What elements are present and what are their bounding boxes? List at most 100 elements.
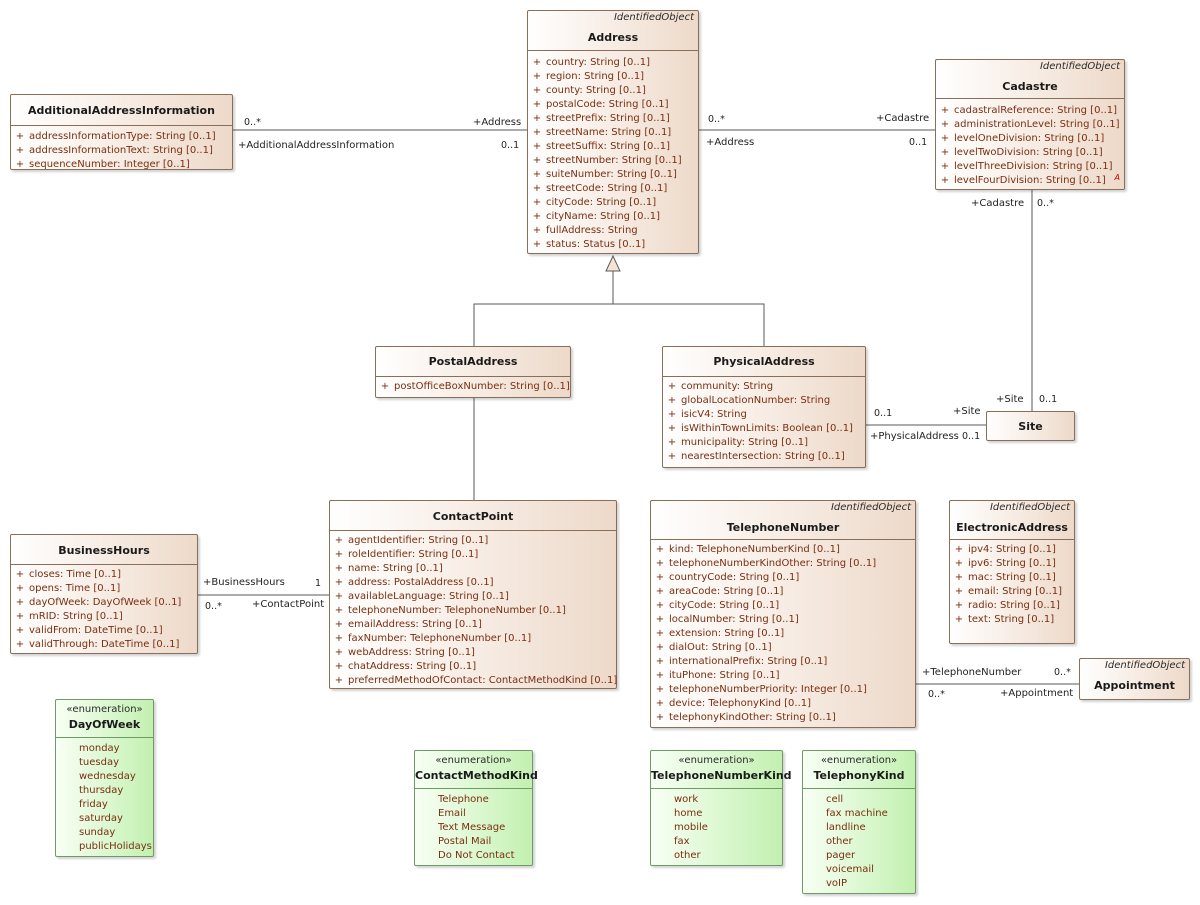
attribute: +addressInformationText: String [0..1]: [15, 145, 213, 156]
attribute: +region: String [0..1]: [532, 71, 645, 82]
attribute-list: +postOfficeBoxNumber: String [0..1]: [376, 377, 570, 397]
class-contactpoint[interactable]: ContactPoint +agentIdentifier: String [0…: [329, 500, 617, 689]
class-address[interactable]: IdentifiedObject Address +country: Strin…: [527, 10, 699, 254]
attribute: +faxNumber: TelephoneNumber [0..1]: [334, 633, 532, 644]
attribute: +streetCode: String [0..1]: [532, 183, 668, 194]
class-header: «enumeration» TelephoneNumberKind: [651, 751, 792, 789]
attribute: +name: String [0..1]: [334, 563, 443, 574]
attribute-list: +kind: TelephoneNumberKind [0..1] +telep…: [651, 540, 915, 728]
stereotype-label: «enumeration»: [66, 704, 143, 715]
enum-literal: tuesday: [79, 757, 120, 768]
attribute-list: +cadastralReference: String [0..1] +admi…: [936, 99, 1124, 191]
attribute-list: +community: String +globalLocationNumber…: [663, 377, 865, 467]
attribute: +streetName: String [0..1]: [532, 127, 672, 138]
attribute: +administrationLevel: String [0..1]: [940, 119, 1120, 130]
generalization-physical[interactable]: [613, 303, 765, 346]
attribute: +cityCode: String [0..1]: [655, 600, 780, 611]
attribute: +nearestIntersection: String [0..1]: [667, 451, 845, 462]
class-additionaladdressinformation[interactable]: AdditionalAddressInformation +addressInf…: [10, 94, 233, 170]
enum-literal: work: [674, 794, 699, 805]
enum-literal: voIP: [826, 878, 848, 889]
enum-literal: sunday: [79, 827, 116, 838]
enum-literal: thursday: [79, 785, 124, 796]
attribute: +countryCode: String [0..1]: [655, 572, 800, 583]
enum-literal: fax machine: [826, 808, 888, 819]
class-name: PhysicalAddress: [713, 355, 815, 368]
attribute: +telephoneNumberKindOther: String [0..1]: [655, 558, 877, 569]
enum-literal: cell: [826, 794, 844, 805]
class-site[interactable]: Site: [986, 411, 1075, 441]
attribute-list: +ipv4: String [0..1] +ipv6: String [0..1…: [950, 540, 1074, 630]
role-label: +Appointment: [1000, 688, 1074, 699]
enum-telephonykind[interactable]: «enumeration» TelephonyKind cell fax mac…: [802, 750, 916, 894]
attribute: +isicV4: String: [667, 409, 747, 420]
class-telephonenumber[interactable]: IdentifiedObject TelephoneNumber +kind: …: [650, 500, 916, 728]
attribute: +postalCode: String [0..1]: [532, 99, 669, 110]
multiplicity-label: 1: [315, 578, 322, 589]
multiplicity-label: 0..1: [909, 137, 928, 148]
class-name: Site: [1018, 420, 1043, 433]
enum-literal: wednesday: [79, 771, 136, 782]
attribute: +email: String [0..1]: [954, 586, 1063, 597]
role-label: +AdditionalAddressInformation: [238, 140, 395, 151]
class-businesshours[interactable]: BusinessHours +closes: Time [0..1] +open…: [10, 534, 198, 654]
attribute: +device: TelephonyKind [0..1]: [655, 698, 812, 709]
attribute: +sequenceNumber: Integer [0..1]: [15, 159, 190, 170]
literal-list: work home mobile fax other: [651, 789, 782, 866]
attribute: +text: String [0..1]: [954, 614, 1055, 625]
stereotype-label: «enumeration»: [435, 755, 512, 766]
enum-dayofweek[interactable]: «enumeration» DayOfWeek monday tuesday w…: [55, 699, 154, 857]
role-label: +TelephoneNumber: [922, 667, 1022, 678]
attribute: +validThrough: DateTime [0..1]: [15, 639, 180, 650]
superclass-label: IdentifiedObject: [989, 502, 1070, 513]
enum-literal: other: [826, 836, 853, 847]
attribute: +extension: String [0..1]: [655, 628, 785, 639]
class-name: BusinessHours: [58, 544, 150, 557]
enum-literal: pager: [826, 850, 856, 861]
attribute-list: +addressInformationType: String [0..1] +…: [11, 126, 232, 175]
role-label: +ContactPoint: [252, 599, 325, 610]
attribute: +streetNumber: String [0..1]: [532, 155, 682, 166]
enum-contactmethodkind[interactable]: «enumeration» ContactMethodKind Telephon…: [414, 750, 538, 866]
enum-telephonenumberkind[interactable]: «enumeration» TelephoneNumberKind work h…: [650, 750, 792, 866]
class-appointment[interactable]: IdentifiedObject Appointment: [1079, 658, 1190, 700]
class-cadastre[interactable]: IdentifiedObject Cadastre +cadastralRefe…: [935, 59, 1125, 190]
class-name: DayOfWeek: [68, 718, 141, 731]
generalization-arrowhead: [605, 254, 621, 272]
class-header: «enumeration» ContactMethodKind: [415, 751, 538, 789]
class-electronicaddress[interactable]: IdentifiedObject ElectronicAddress +ipv4…: [949, 500, 1075, 644]
multiplicity-label: 0..*: [1054, 667, 1071, 678]
class-name: Cadastre: [1002, 80, 1058, 93]
class-header: IdentifiedObject Cadastre: [936, 60, 1124, 99]
attribute: +county: String [0..1]: [532, 85, 646, 96]
attribute: +availableLanguage: String [0..1]: [334, 591, 509, 602]
class-physicaladdress[interactable]: PhysicalAddress +community: String +glob…: [662, 346, 866, 468]
literal-list: cell fax machine landline other pager vo…: [803, 789, 915, 894]
enum-literal: Do Not Contact: [438, 850, 515, 861]
attribute: +mac: String [0..1]: [954, 572, 1056, 583]
attribute: +streetSuffix: String [0..1]: [532, 141, 670, 152]
abstract-marker: A: [1114, 173, 1120, 182]
attribute: +ipv6: String [0..1]: [954, 558, 1056, 569]
attribute: +dayOfWeek: DayOfWeek [0..1]: [15, 597, 182, 608]
attribute: +levelTwoDivision: String [0..1]: [940, 147, 1103, 158]
class-header: PhysicalAddress: [663, 347, 865, 377]
attribute: +globalLocationNumber: String: [667, 395, 831, 406]
attribute: +areaCode: String [0..1]: [655, 586, 784, 597]
enum-literal: voicemail: [826, 864, 874, 875]
class-name: PostalAddress: [428, 355, 518, 368]
multiplicity-label: 0..*: [1037, 198, 1054, 209]
enum-literal: fax: [674, 836, 690, 847]
role-label: +Cadastre: [971, 198, 1025, 209]
attribute: +agentIdentifier: String [0..1]: [334, 535, 489, 546]
multiplicity-label: 0..1: [1039, 394, 1058, 405]
enum-literal: mobile: [674, 822, 708, 833]
attribute-list: +closes: Time [0..1] +opens: Time [0..1]…: [11, 565, 197, 655]
superclass-label: IdentifiedObject: [1039, 61, 1120, 72]
enum-literal: Text Message: [438, 822, 506, 833]
superclass-label: IdentifiedObject: [1104, 660, 1185, 671]
class-postaladdress[interactable]: PostalAddress +postOfficeBoxNumber: Stri…: [375, 346, 571, 398]
generalization-postal[interactable]: [473, 271, 614, 346]
attribute: +status: Status [0..1]: [532, 239, 646, 250]
multiplicity-label: 0..*: [244, 117, 261, 128]
